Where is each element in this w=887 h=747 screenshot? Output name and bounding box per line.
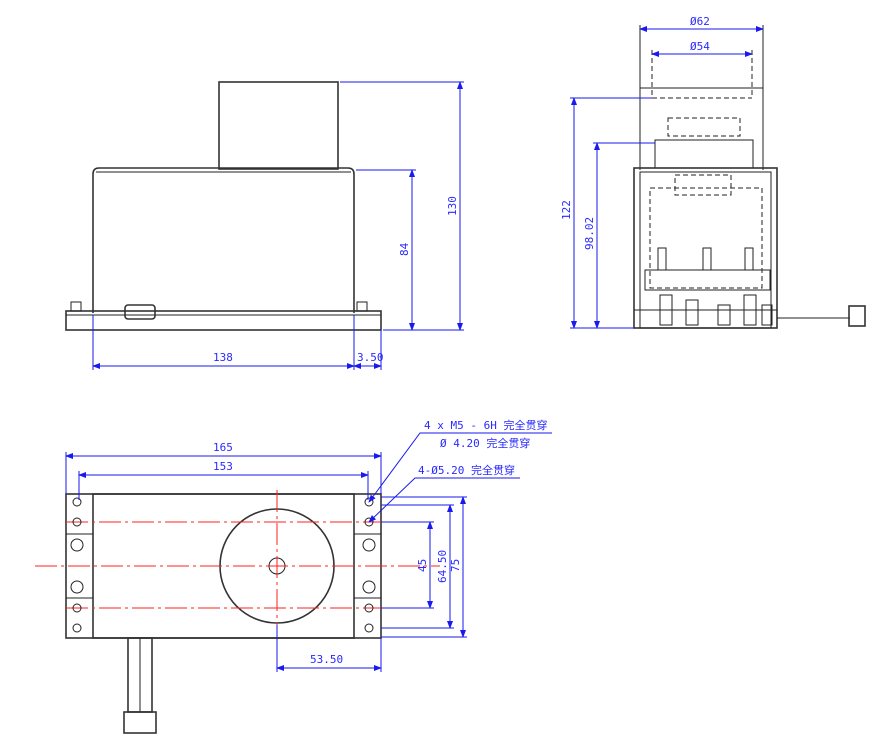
dim-138: 138 bbox=[213, 351, 233, 364]
motor-housing bbox=[218, 81, 339, 170]
dim-122: 122 bbox=[560, 200, 573, 220]
hole-note: 4-Ø5.20 完全贯穿 bbox=[418, 463, 515, 477]
side-view: Ø62 Ø54 122 98.02 bbox=[560, 15, 866, 329]
dim-3-50: 3.50 bbox=[357, 351, 384, 364]
dim-84: 84 bbox=[398, 242, 411, 256]
bolt-head bbox=[356, 301, 368, 312]
dim-53-50: 53.50 bbox=[310, 653, 343, 666]
dim-130: 130 bbox=[446, 196, 459, 216]
dim-165: 165 bbox=[213, 441, 233, 454]
connector-port bbox=[124, 304, 156, 320]
dim-98-02: 98.02 bbox=[583, 217, 596, 250]
dim-153: 153 bbox=[213, 460, 233, 473]
base-plate bbox=[65, 310, 382, 331]
bolt-head bbox=[70, 301, 82, 312]
side-connector bbox=[848, 305, 866, 327]
dim-45: 45 bbox=[416, 559, 429, 572]
mounting-holes bbox=[70, 497, 376, 633]
thread-note: 4 x M5 - 6H 完全贯穿 bbox=[424, 418, 547, 432]
dim-dia-62: Ø62 bbox=[690, 15, 710, 28]
dim-dia-54: Ø54 bbox=[690, 40, 710, 53]
cable-connector bbox=[123, 711, 157, 734]
front-view: 138 3.50 84 130 bbox=[65, 81, 464, 370]
drill-note: Ø 4.20 完全贯穿 bbox=[440, 436, 530, 450]
body-outline bbox=[92, 167, 355, 313]
dim-75: 75 bbox=[449, 559, 462, 572]
bottom-view: 165 153 45 64.50 75 53.50 4 x M5 - 6H 完全… bbox=[35, 418, 552, 734]
dim-64-50: 64.50 bbox=[436, 550, 449, 583]
